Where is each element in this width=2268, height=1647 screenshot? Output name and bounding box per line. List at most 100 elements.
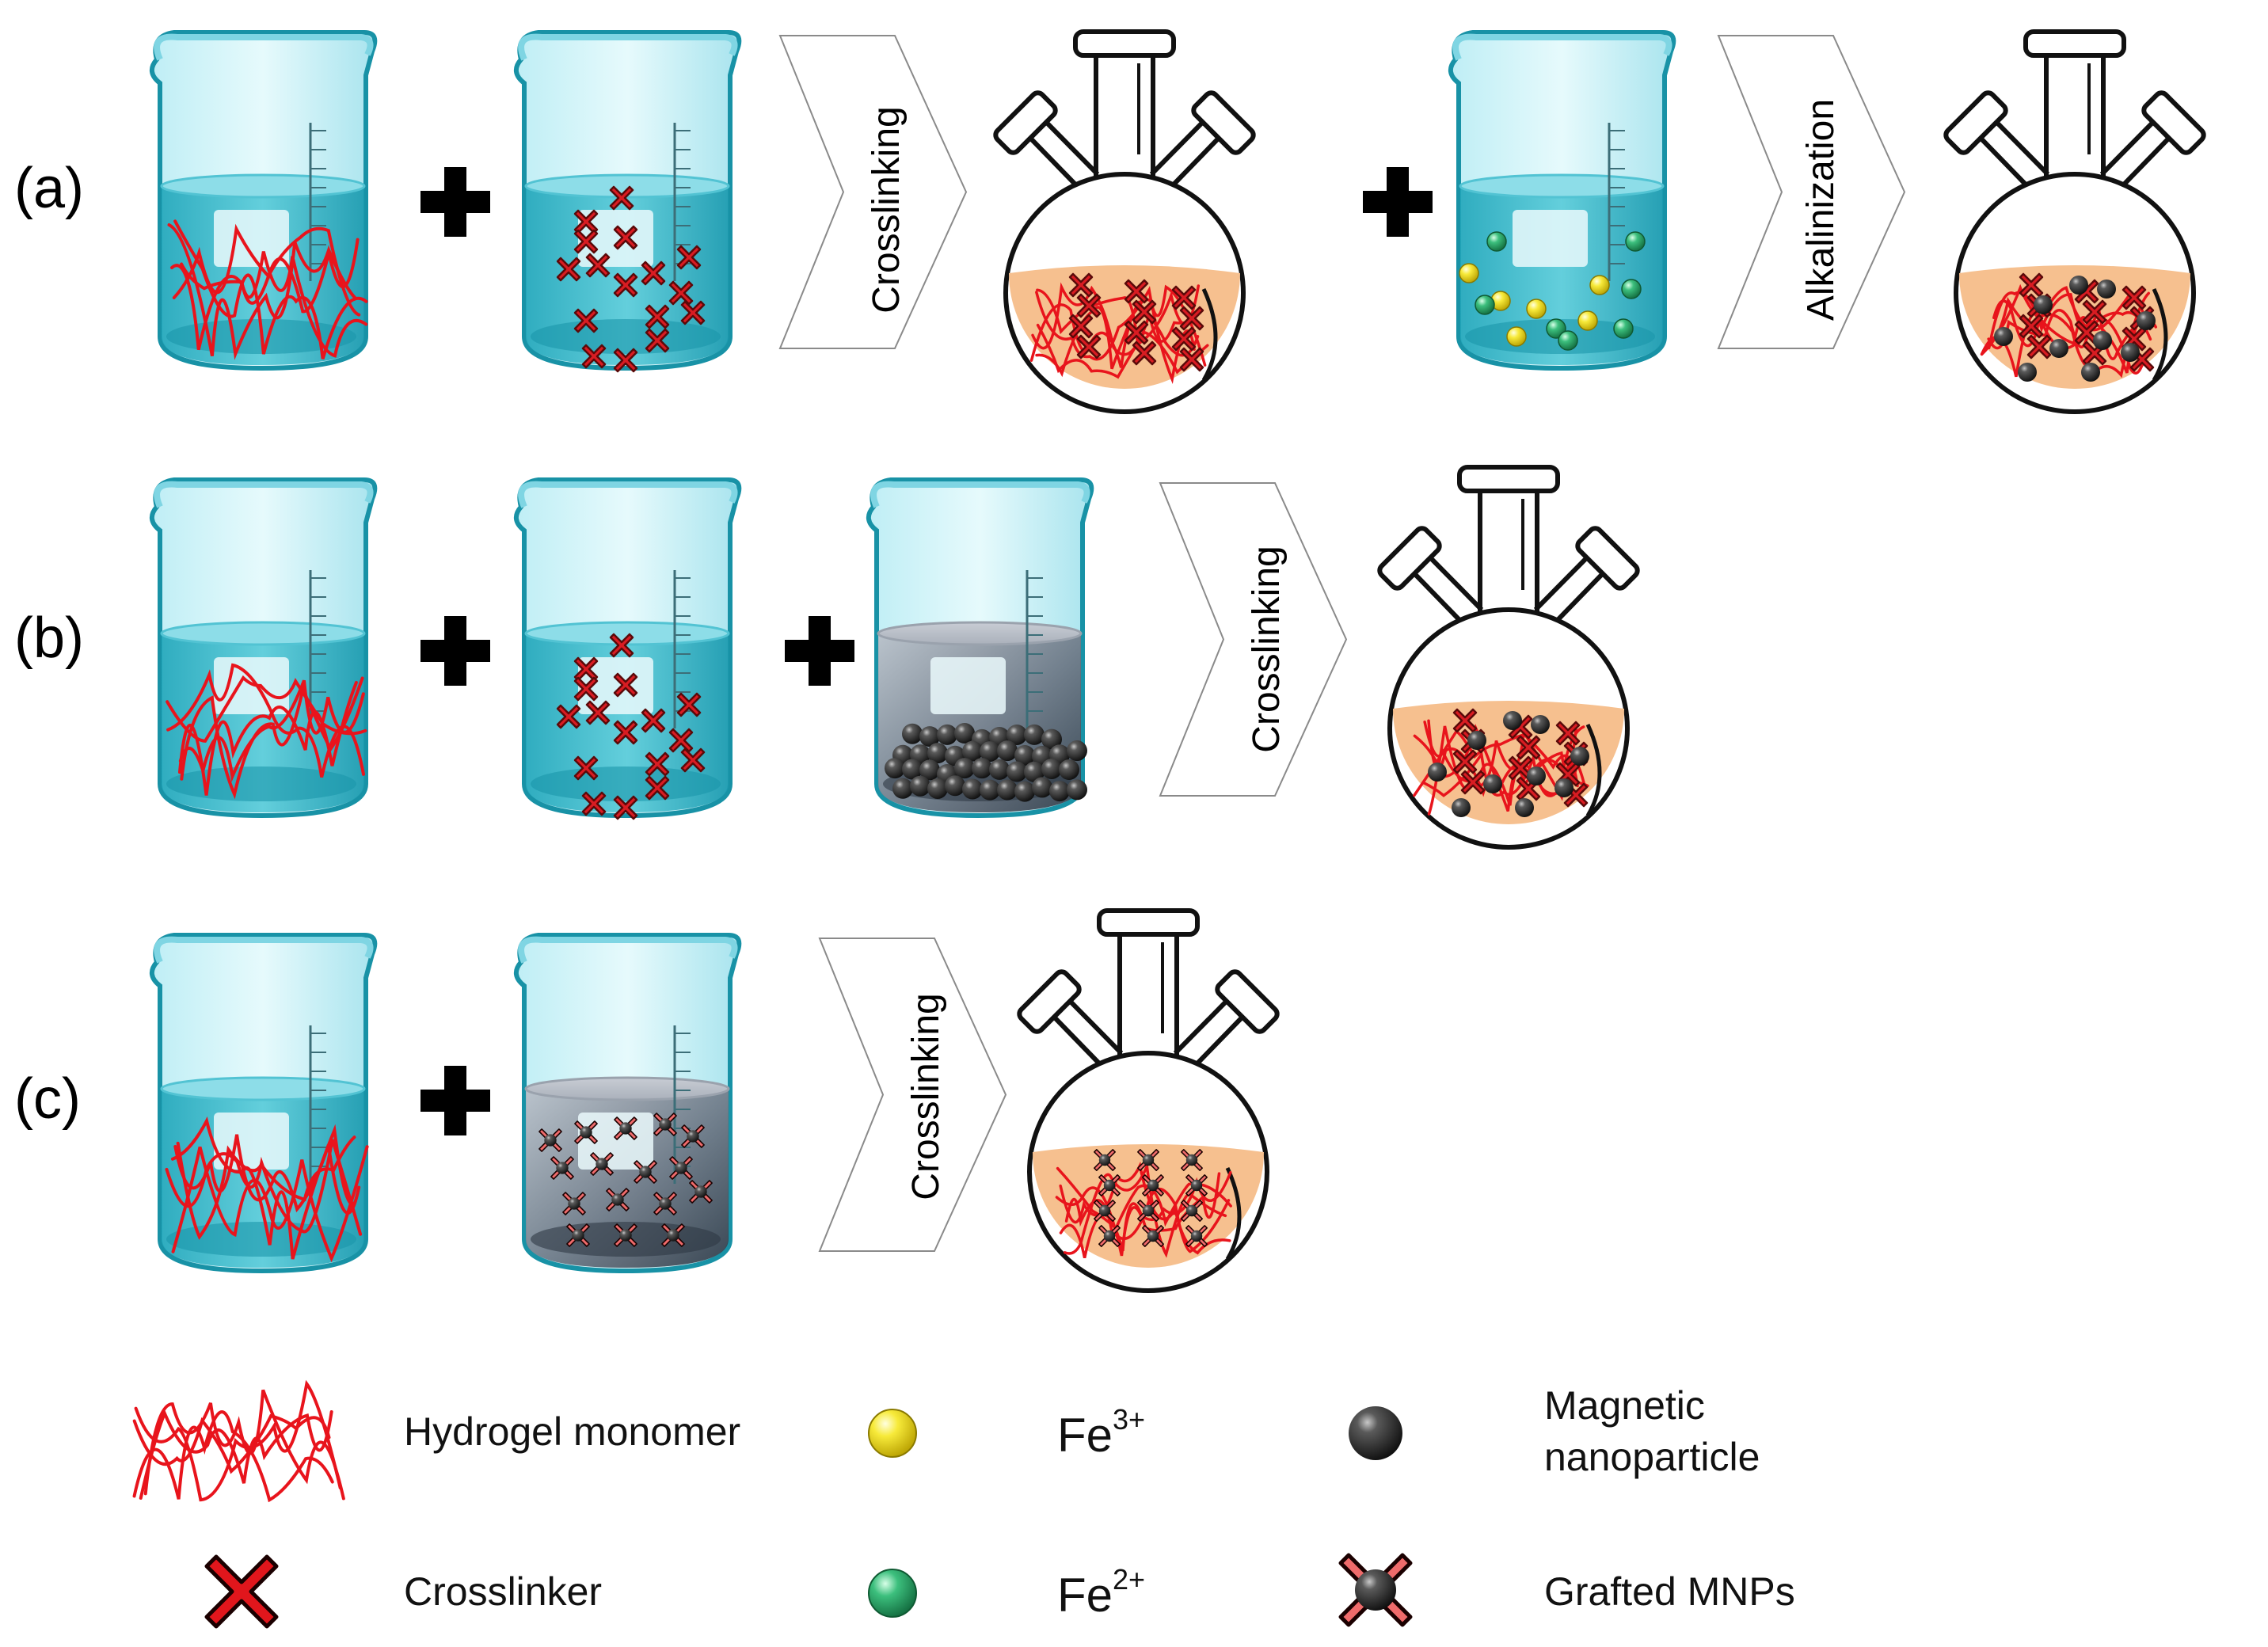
legend-mnp-label-2: nanoparticle — [1544, 1435, 1760, 1479]
fe3-ion — [1577, 310, 1598, 331]
nanoparticle — [980, 779, 1000, 801]
legend-fe2-symbol — [868, 1569, 917, 1618]
nanoparticle — [954, 723, 975, 744]
polymer-chain — [134, 1379, 342, 1502]
nanoparticle — [1067, 779, 1087, 801]
nanoparticle — [919, 759, 940, 781]
nanoparticle — [1041, 758, 1062, 779]
beaker-c-grafted — [514, 933, 742, 1274]
grafted-mnp — [1094, 1200, 1116, 1222]
beaker-b-mnp — [866, 477, 1094, 819]
grafted-mnp — [614, 1116, 637, 1140]
grafted-mnp — [1098, 1225, 1121, 1247]
flask-a-crosslinked — [993, 29, 1256, 414]
polymer-chain — [170, 226, 361, 351]
beaker-a-iron-ions — [1448, 30, 1676, 371]
beaker-a-monomer — [150, 30, 378, 371]
polymer-chain — [1036, 323, 1209, 379]
fe2-ion — [1486, 231, 1507, 252]
polymer-chain — [1029, 284, 1207, 368]
grafted-mnp — [1142, 1174, 1164, 1196]
nanoparticle — [997, 779, 1018, 801]
legend-fe3-base: Fe — [1057, 1409, 1113, 1462]
legend-grafted-symbol — [1338, 1553, 1413, 1627]
nanoparticle — [1024, 724, 1045, 745]
polymer-chain — [132, 1413, 331, 1474]
nanoparticle — [885, 758, 905, 779]
polymer-chain — [171, 1145, 369, 1263]
row-label-a: (a) — [14, 157, 84, 220]
grafted-mnp — [1137, 1200, 1159, 1222]
grafted-mnp — [681, 1124, 705, 1148]
step-label-a-alkalinization: Alkalinization — [1800, 99, 1842, 321]
polymer-chain — [139, 1409, 333, 1500]
nanoparticle — [1994, 327, 2013, 346]
fe3-ion — [1506, 326, 1527, 347]
nanoparticle — [980, 741, 1000, 763]
plus-a-1 — [420, 167, 490, 237]
legend-mnp-symbol — [1349, 1406, 1402, 1460]
fe3-ion — [1526, 299, 1547, 319]
flask-a-magnetic — [1943, 29, 2206, 414]
grafted-mnp — [1185, 1225, 1208, 1247]
plus-b-2 — [785, 616, 854, 686]
step-arrow-b-crosslinking — [1159, 482, 1348, 797]
polymer-chain — [166, 663, 366, 778]
nanoparticle — [1067, 740, 1087, 762]
nanoparticle — [1041, 728, 1062, 750]
nanoparticle — [1014, 781, 1035, 802]
nanoparticle — [1049, 781, 1070, 802]
fe2-ion — [1558, 330, 1578, 351]
fe3-ion — [1589, 275, 1610, 295]
grafted-mnp — [1137, 1149, 1159, 1171]
grafted-mnp — [653, 1192, 677, 1215]
nanoparticle — [910, 775, 930, 797]
legend-hydrogel-label: Hydrogel monomer — [404, 1409, 740, 1454]
grafted-mnp — [653, 1113, 677, 1136]
nanoparticle — [1007, 724, 1027, 745]
nanoparticle — [1531, 715, 1550, 734]
nanoparticle — [962, 778, 983, 800]
row-label-c: (c) — [14, 1067, 81, 1131]
nanoparticle — [1503, 711, 1522, 730]
beaker-b-crosslinker — [514, 477, 742, 820]
nanoparticle — [2097, 280, 2116, 299]
nanoparticle — [2034, 295, 2053, 314]
plus-a-2 — [1363, 167, 1433, 237]
legend-fe3-charge: 3+ — [1113, 1403, 1145, 1436]
nanoparticle — [1059, 759, 1079, 781]
nanoparticle — [1467, 731, 1486, 750]
grafted-mnp — [1185, 1174, 1208, 1196]
legend-fe3-label: Fe3+ — [1057, 1403, 1145, 1462]
grafted-mnp — [669, 1156, 693, 1180]
nanoparticle — [927, 778, 948, 799]
grafted-mnp — [574, 1120, 598, 1144]
nanoparticle — [1428, 763, 1447, 782]
step-arrow-c-crosslinking — [818, 938, 1007, 1252]
polymer-chain — [132, 1410, 334, 1503]
nanoparticle — [2018, 363, 2037, 382]
beaker-a-crosslinker — [514, 30, 742, 373]
nanoparticle — [927, 743, 948, 764]
beaker-c-monomer — [150, 933, 378, 1274]
grafted-mnp — [1181, 1149, 1203, 1171]
nanoparticle — [945, 775, 965, 797]
legend: Hydrogel monomer Crosslinker Fe3+ Fe2+ M… — [132, 1379, 1795, 1627]
grafted-mnp — [1181, 1200, 1203, 1222]
nanoparticle — [2093, 331, 2112, 350]
plus-c-1 — [420, 1066, 490, 1135]
plus-b-1 — [420, 616, 490, 686]
legend-fe3-symbol — [868, 1409, 917, 1458]
grafted-mnp — [689, 1180, 713, 1204]
grafted-mnp — [614, 1223, 637, 1247]
polymer-chain — [180, 676, 364, 800]
row-label-b: (b) — [14, 607, 84, 670]
legend-fe2-label: Fe2+ — [1057, 1563, 1145, 1622]
nanoparticle — [1483, 774, 1502, 793]
polymer-chain — [1031, 282, 1197, 356]
nanoparticle — [919, 726, 940, 747]
legend-hydrogel-symbol — [132, 1379, 345, 1503]
nanoparticle — [1452, 798, 1471, 817]
nanoparticle — [902, 759, 923, 780]
